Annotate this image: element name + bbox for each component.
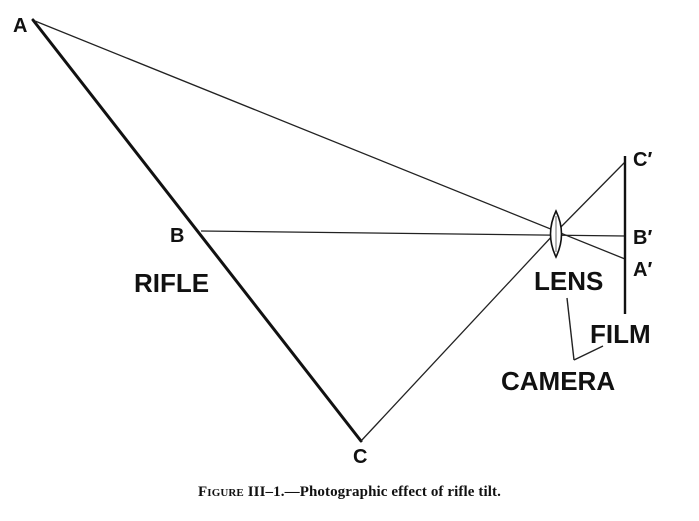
rifle-label: RIFLE <box>134 268 209 298</box>
point-c-prime-label: C′ <box>633 149 652 171</box>
caption-figure-number: III–1.— <box>243 484 300 500</box>
film-label: FILM <box>590 319 651 349</box>
camera-bracket-left <box>566 297 575 361</box>
point-a-prime-label: A′ <box>633 259 652 281</box>
caption-text: Photographic effect of rifle tilt. <box>299 484 501 500</box>
rifle-line <box>31 18 363 443</box>
point-b-label: B <box>170 225 184 247</box>
ray-a-to-a-prime <box>34 20 626 260</box>
camera-label: CAMERA <box>501 366 615 396</box>
point-c-label: C <box>353 446 367 468</box>
point-a-label: A <box>13 15 27 37</box>
caption-figure-word: Figure <box>198 484 244 500</box>
ray-c-to-lens <box>360 232 556 442</box>
lens-label: LENS <box>534 266 603 296</box>
ray-lens-to-c-prime <box>554 161 626 234</box>
camera-bracket-right <box>573 345 604 361</box>
point-b-prime-label: B′ <box>633 227 652 249</box>
figure-caption: Figure III–1.—Photographic effect of rif… <box>0 484 699 501</box>
